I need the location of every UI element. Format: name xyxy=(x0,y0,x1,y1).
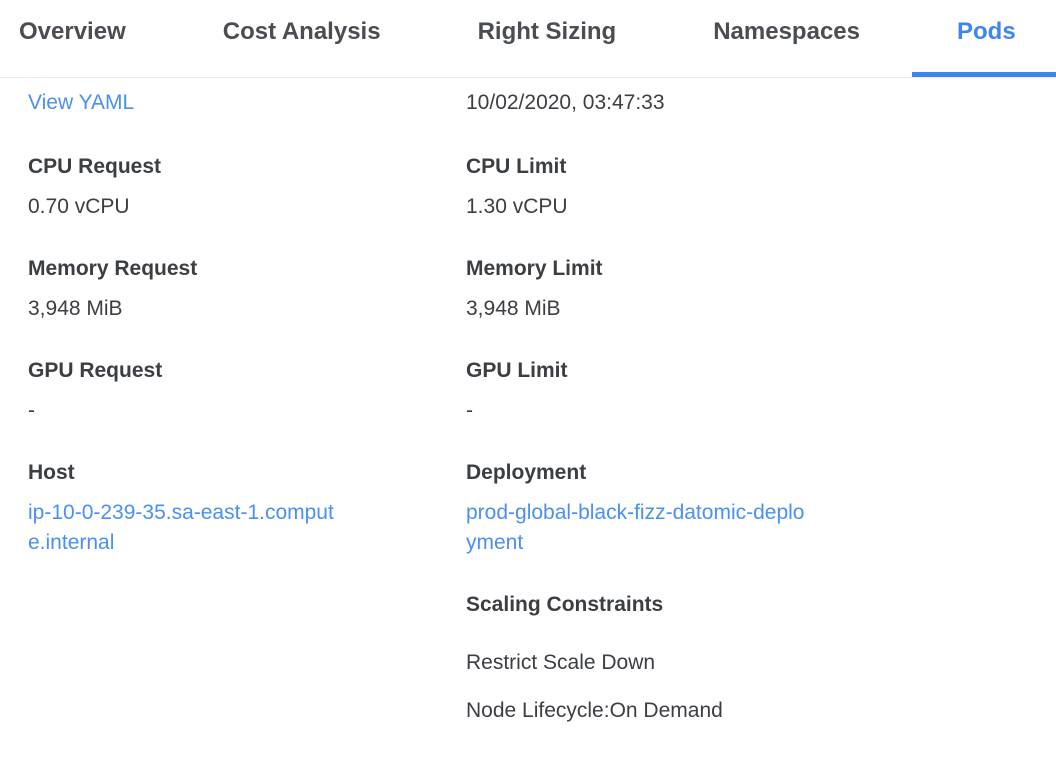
cpu-request-value: 0.70 vCPU xyxy=(28,195,130,218)
cpu-limit-value: 1.30 vCPU xyxy=(466,195,568,218)
memory-request-value: 3,948 MiB xyxy=(28,297,123,320)
scaling-constraint-restrict-scale-down: Restrict Scale Down xyxy=(466,651,656,674)
scaling-constraints-title: Scaling Constraints xyxy=(466,593,664,616)
details-column-left: View YAML CPU Request 0.70 vCPU Memory R… xyxy=(28,88,466,744)
field-cpu-limit: CPU Limit 1.30 vCPU xyxy=(466,152,1056,222)
cpu-limit-label: CPU Limit xyxy=(466,155,567,178)
scaling-constraint-node-lifecycle: Node Lifecycle:On Demand xyxy=(466,699,723,722)
tab-pods[interactable]: Pods xyxy=(911,0,1056,77)
field-memory-request: Memory Request 3,948 MiB xyxy=(28,254,466,324)
tab-right-sizing[interactable]: Right Sizing xyxy=(477,18,617,45)
gpu-limit-label: GPU Limit xyxy=(466,359,568,382)
memory-limit-value: 3,948 MiB xyxy=(466,297,561,320)
deployment-label: Deployment xyxy=(466,461,587,484)
field-deployment: Deployment prod-global-black-fizz-datomi… xyxy=(466,458,1056,558)
field-host: Host ip-10-0-239-35.sa-east-1.compute.in… xyxy=(28,458,466,558)
deployment-link[interactable]: prod-global-black-fizz-datomic-deploymen… xyxy=(466,501,805,554)
gpu-limit-value: - xyxy=(466,399,473,422)
gpu-request-label: GPU Request xyxy=(28,359,163,382)
field-cpu-request: CPU Request 0.70 vCPU xyxy=(28,152,466,222)
field-gpu-limit: GPU Limit - xyxy=(466,356,1056,426)
tab-cost-analysis[interactable]: Cost Analysis xyxy=(222,18,381,45)
details-column-right: 10/02/2020, 03:47:33 CPU Limit 1.30 vCPU… xyxy=(466,88,1056,744)
view-yaml-link[interactable]: View YAML xyxy=(28,91,135,114)
gpu-request-value: - xyxy=(28,399,35,422)
field-gpu-request: GPU Request - xyxy=(28,356,466,426)
tab-bar: Overview Cost Analysis Right Sizing Name… xyxy=(0,0,1056,78)
field-memory-limit: Memory Limit 3,948 MiB xyxy=(466,254,1056,324)
view-yaml-row: View YAML xyxy=(28,88,466,118)
scaling-constraints-section: Scaling Constraints Restrict Scale Down … xyxy=(466,590,1056,726)
tab-overview[interactable]: Overview xyxy=(19,18,126,45)
host-label: Host xyxy=(28,461,75,484)
memory-request-label: Memory Request xyxy=(28,257,198,280)
tab-namespaces[interactable]: Namespaces xyxy=(713,18,860,45)
memory-limit-label: Memory Limit xyxy=(466,257,603,280)
cpu-request-label: CPU Request xyxy=(28,155,162,178)
host-link[interactable]: ip-10-0-239-35.sa-east-1.compute.interna… xyxy=(28,501,334,554)
pod-details-panel: View YAML CPU Request 0.70 vCPU Memory R… xyxy=(0,78,1056,744)
timestamp: 10/02/2020, 03:47:33 xyxy=(466,91,665,114)
